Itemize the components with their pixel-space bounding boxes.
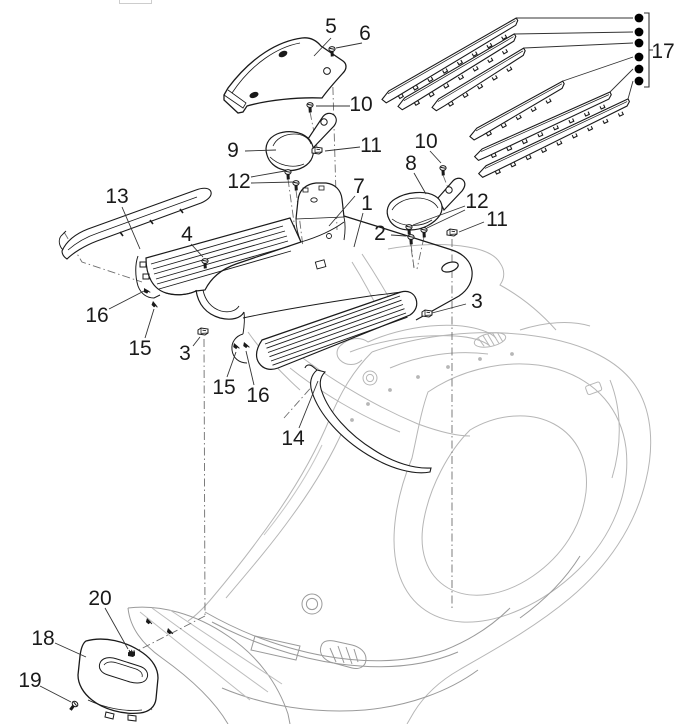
group-17-bracket (644, 12, 653, 88)
vent-hatch (473, 332, 507, 348)
callout-11-left: 11 (360, 134, 382, 157)
callout-15-center: 15 (212, 376, 235, 399)
pad8-arm (437, 177, 466, 212)
bullet (634, 76, 644, 86)
left-footboard (145, 217, 302, 296)
callout-12-left: 12 (227, 170, 250, 193)
callout-7: 7 (353, 175, 365, 198)
part-18-front-cover (77, 638, 159, 722)
bullet (634, 27, 644, 37)
side-cowl-inner-oval (421, 415, 587, 596)
panel-oval-hole (441, 261, 459, 273)
rubber-strip (477, 98, 630, 178)
screw-10-right (439, 165, 447, 177)
part-14-right-trim (304, 364, 432, 474)
bullet (634, 64, 644, 74)
leader-lines (39, 17, 634, 703)
part-5-central-cover (223, 37, 347, 114)
bottom-bracket (231, 333, 248, 364)
callout-16-left: 16 (85, 304, 108, 327)
panel-upper-right-edge (343, 215, 473, 321)
callout-4: 4 (181, 223, 193, 246)
screw-2 (407, 234, 415, 246)
pin-15-center (231, 342, 242, 351)
callout-20: 20 (88, 587, 111, 610)
strip-group-bullets (634, 13, 644, 86)
rubber-strip (473, 91, 612, 162)
floor-vent (319, 640, 367, 669)
rubber-strip (381, 17, 519, 104)
bullet (634, 38, 644, 48)
callout-3-right: 3 (471, 290, 483, 313)
callout-17: 17 (651, 40, 674, 63)
callout-11-right: 11 (486, 208, 508, 231)
fasteners (67, 46, 458, 713)
rubber-strip (469, 80, 565, 141)
cropped-ui-box (119, 0, 152, 4)
callout-1: 1 (361, 192, 373, 215)
callout-19: 19 (18, 669, 41, 692)
pad9-arm (307, 112, 337, 150)
callout-14: 14 (281, 427, 305, 450)
clip-3-right (421, 309, 433, 318)
rubber-strip (431, 47, 526, 112)
callout-10-top: 10 (349, 93, 372, 116)
left-footboard-ribs (150, 225, 292, 290)
tunnel-arch (195, 289, 245, 335)
screw-19 (67, 699, 80, 713)
cover-slot (98, 657, 149, 684)
part-9-left-footrest (265, 112, 337, 172)
callout-15-left: 15 (128, 337, 151, 360)
callout-13: 13 (105, 185, 128, 208)
part-1-floor-panel (135, 182, 473, 370)
right-footboard-ribs (264, 295, 408, 366)
side-cowl-oval (393, 363, 628, 623)
callout-10-right: 10 (414, 130, 437, 153)
callout-18: 18 (31, 627, 54, 650)
callout-labels: 5 6 10 9 11 12 13 7 1 8 10 12 11 2 4 16 … (18, 15, 674, 692)
bullet (634, 13, 644, 23)
pin-shield-b (165, 627, 175, 637)
callout-12-right: 12 (465, 190, 488, 213)
spine-upper-edge (300, 221, 345, 243)
screw-12-right-b (420, 227, 428, 239)
clip-11-right (446, 228, 458, 237)
callout-5: 5 (325, 15, 337, 38)
rubber-strip (397, 33, 517, 111)
scooter-body-floor (204, 555, 581, 712)
spine-lower-edge (242, 291, 402, 319)
construction-lines (63, 55, 453, 711)
part-13-left-trim (58, 187, 212, 260)
right-footboard (256, 290, 418, 370)
center-tower (295, 182, 346, 243)
clip-3-left (197, 327, 209, 336)
left-end-bracket (135, 255, 161, 299)
screw-12-left-a (284, 169, 292, 181)
clip-11-left (311, 146, 323, 155)
pin-16-center (241, 341, 252, 350)
part-8-right-footrest (386, 177, 466, 231)
callout-8: 8 (405, 152, 417, 175)
callout-3-left: 3 (179, 342, 191, 365)
pin-15-left (149, 300, 160, 310)
scooter-body-outline (187, 244, 652, 724)
bullet (634, 52, 644, 62)
callout-6: 6 (359, 22, 371, 45)
callout-16-center: 16 (246, 384, 269, 407)
part-17-rubber-strips (381, 17, 630, 178)
callout-2: 2 (374, 222, 386, 245)
clip-20 (127, 649, 136, 658)
callout-9: 9 (227, 139, 239, 162)
front-shield (127, 606, 291, 724)
screw-10-left (306, 102, 314, 114)
